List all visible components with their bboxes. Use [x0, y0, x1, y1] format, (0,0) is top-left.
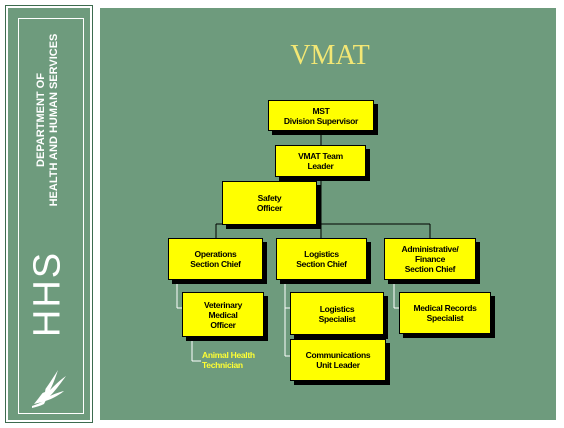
communications-unit-leader-box: Communications Unit Leader — [290, 339, 386, 381]
department-line-1: DEPARTMENT OF — [35, 73, 47, 167]
sidebar-frame — [18, 18, 84, 414]
hhs-sidebar: DEPARTMENT OF HEALTH AND HUMAN SERVICES … — [5, 5, 93, 423]
animal-health-technician-label: Animal Health Technician — [202, 350, 255, 370]
safety-officer-label: Safety Officer — [256, 193, 283, 213]
mst-division-supervisor-box: MST Division Supervisor — [268, 100, 374, 131]
veterinary-medical-officer-label: Veterinary Medical Officer — [203, 299, 243, 330]
department-line-2: HEALTH AND HUMAN SERVICES — [48, 33, 60, 207]
logistics-section-chief-box: Logistics Section Chief — [276, 238, 367, 280]
safety-officer-box: Safety Officer — [222, 181, 317, 225]
medical-records-specialist-box: Medical Records Specialist — [399, 292, 491, 334]
logistics-specialist-label: Logistics Specialist — [318, 303, 356, 324]
veterinary-medical-officer-box: Veterinary Medical Officer — [182, 292, 264, 337]
logistics-section-chief-label: Logistics Section Chief — [296, 249, 347, 269]
admin-finance-section-chief-box: Administrative/ Finance Section Chief — [384, 238, 476, 280]
operations-section-chief-label: Operations Section Chief — [190, 249, 241, 269]
logistics-specialist-box: Logistics Specialist — [290, 292, 384, 335]
hhs-logo-text: HHS — [26, 250, 69, 338]
operations-section-chief-box: Operations Section Chief — [168, 238, 263, 280]
vmat-team-leader-box: VMAT Team Leader — [275, 145, 366, 177]
vmat-team-leader-label: VMAT Team Leader — [298, 151, 343, 171]
communications-unit-leader-label: Communications Unit Leader — [305, 350, 371, 370]
slide-title: VMAT — [290, 40, 370, 71]
admin-finance-section-chief-label: Administrative/ Finance Section Chief — [401, 244, 459, 274]
medical-records-specialist-label: Medical Records Specialist — [413, 303, 477, 323]
main-panel: VMAT MST Divis — [98, 6, 558, 422]
mst-division-supervisor-label: MST Division Supervisor — [283, 105, 359, 126]
department-label: DEPARTMENT OF HEALTH AND HUMAN SERVICES — [35, 34, 61, 207]
hhs-eagle-icon — [32, 370, 66, 408]
